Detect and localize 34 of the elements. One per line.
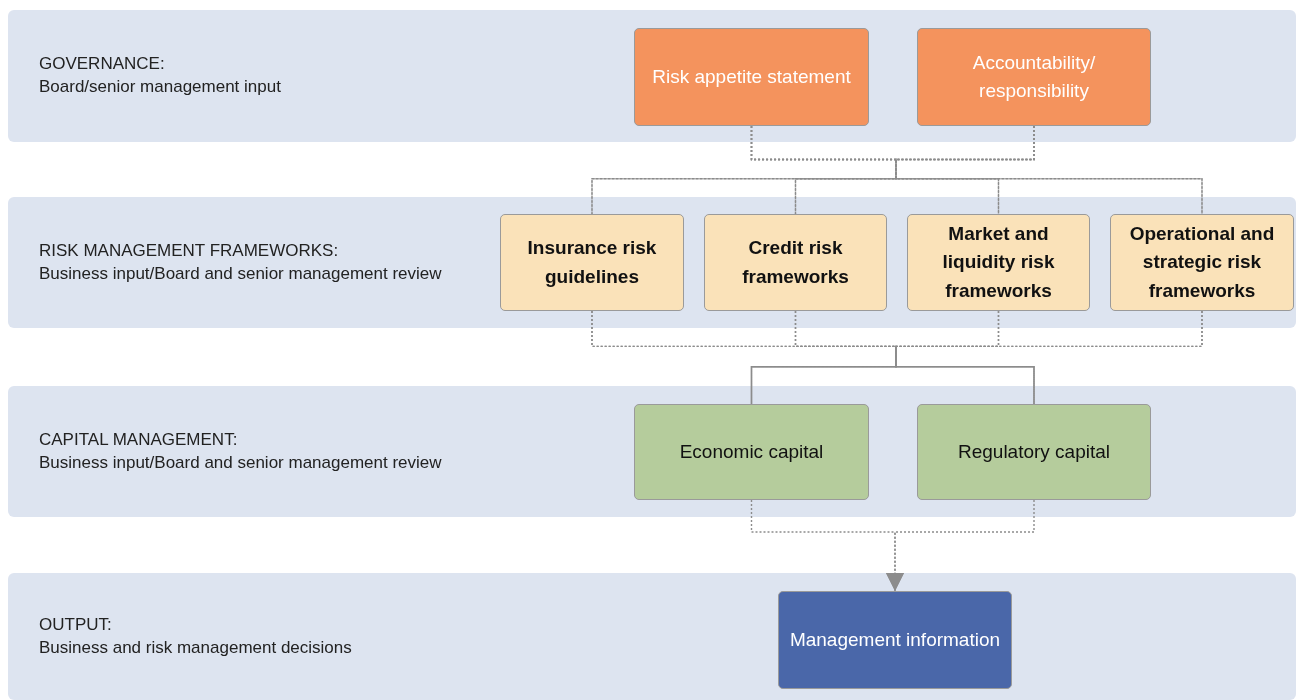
tier-description: Business input/Board and senior management review <box>39 451 443 474</box>
process-box <box>500 214 684 311</box>
tier-band <box>8 197 1296 328</box>
process-box <box>917 404 1151 500</box>
box-label: Credit risk frameworks <box>741 236 850 289</box>
box-label: Risk appetite statement <box>652 64 851 89</box>
tier-description: Board/senior management input <box>39 76 282 98</box>
box-label: Economic capital <box>679 439 824 464</box>
tier-heading: GOVERNANCE: <box>39 53 166 76</box>
tier-band <box>8 573 1296 700</box>
process-box <box>634 28 869 126</box>
tier-description: Business and risk management decisions <box>39 636 353 659</box>
tier-band <box>8 386 1296 517</box>
box-label: Accountability/ responsibility <box>971 50 1097 103</box>
process-box <box>634 404 869 500</box>
process-box <box>1110 214 1294 311</box>
tier-heading: OUTPUT: <box>39 613 113 636</box>
process-box <box>704 214 887 311</box>
box-label: Management information <box>789 627 1001 652</box>
connector <box>750 125 1203 215</box>
box-label: Market and liquidity risk frameworks <box>941 221 1056 303</box>
box-label: Regulatory capital <box>957 439 1111 464</box>
process-box <box>917 28 1151 126</box>
process-box <box>907 214 1090 311</box>
tier-heading: RISK MANAGEMENT FRAMEWORKS: <box>39 239 340 262</box>
process-box <box>778 591 1012 689</box>
connector <box>794 310 1035 405</box>
tier-heading: CAPITAL MANAGEMENT: <box>39 428 239 451</box>
connector <box>895 310 1203 405</box>
box-label: Operational and strategic risk frameworks <box>1128 221 1276 303</box>
box-label: Insurance risk guidelines <box>526 236 658 289</box>
connector <box>886 499 1035 592</box>
tier-band <box>8 10 1296 142</box>
tier-description: Business input/Board and senior management review <box>39 262 443 285</box>
